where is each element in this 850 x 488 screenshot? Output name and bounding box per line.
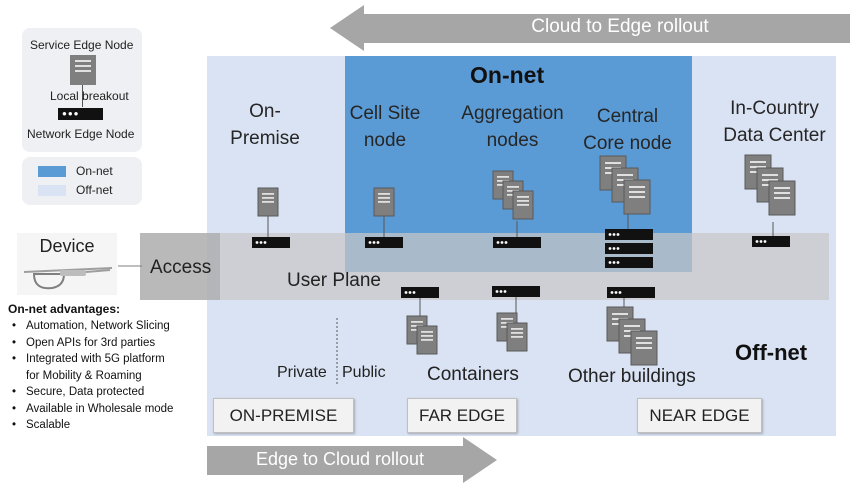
edge-to-cloud-label: Edge to Cloud rollout bbox=[255, 449, 425, 469]
legend-onnet-label: On-net bbox=[76, 164, 113, 178]
offnet-swatch bbox=[38, 185, 66, 196]
advantage-item: Open APIs for 3rd parties bbox=[10, 335, 173, 352]
cloud-to-edge-label: Cloud to Edge rollout bbox=[531, 16, 709, 37]
advantage-item: Available in Wholesale mode bbox=[10, 401, 173, 418]
legend-service-edge-node: Service Edge Node bbox=[30, 38, 134, 52]
advantages-title: On-net advantages: bbox=[8, 302, 121, 316]
offnet-title: Off-net bbox=[735, 340, 808, 365]
advantage-item: Secure, Data protected bbox=[10, 384, 173, 401]
advantage-item: for Mobility & Roaming bbox=[26, 369, 142, 382]
onnet-title: On-net bbox=[470, 62, 545, 88]
onnet-swatch bbox=[38, 166, 66, 177]
edge-to-cloud-arrow bbox=[207, 437, 497, 483]
device-label: Device bbox=[39, 236, 95, 256]
private-label: Private bbox=[277, 364, 327, 381]
advantage-item: Scalable bbox=[10, 417, 173, 434]
legend-connector bbox=[82, 85, 83, 107]
legend-network-edge-node: Network Edge Node bbox=[27, 127, 135, 141]
zone-near-edge: NEAR EDGE bbox=[637, 398, 762, 433]
on-premise-title: On-Premise bbox=[230, 101, 300, 149]
user-plane-label: User Plane bbox=[287, 270, 381, 291]
color-legend bbox=[22, 157, 142, 205]
device-box bbox=[17, 233, 117, 295]
access-label: Access bbox=[150, 257, 212, 278]
cloud-to-edge-arrow bbox=[330, 5, 850, 51]
other-buildings-label: Other buildings bbox=[568, 366, 696, 387]
advantage-item: Integrated with 5G platform bbox=[10, 351, 173, 368]
legend-offnet-label: Off-net bbox=[76, 183, 113, 197]
advantage-item: Automation, Network Slicing bbox=[10, 318, 173, 335]
smart-glasses-icon bbox=[23, 267, 113, 290]
legend-local-breakout: Local breakout bbox=[50, 89, 129, 103]
zone-far-edge: FAR EDGE bbox=[407, 398, 517, 433]
server-icon bbox=[70, 55, 96, 85]
advantages-list: Automation, Network Slicing Open APIs fo… bbox=[10, 318, 173, 434]
public-label: Public bbox=[342, 364, 386, 381]
containers-label: Containers bbox=[427, 364, 519, 385]
access-box bbox=[140, 233, 220, 300]
zone-on-premise: ON-PREMISE bbox=[213, 398, 354, 433]
router-icon: ●●● bbox=[58, 108, 103, 120]
